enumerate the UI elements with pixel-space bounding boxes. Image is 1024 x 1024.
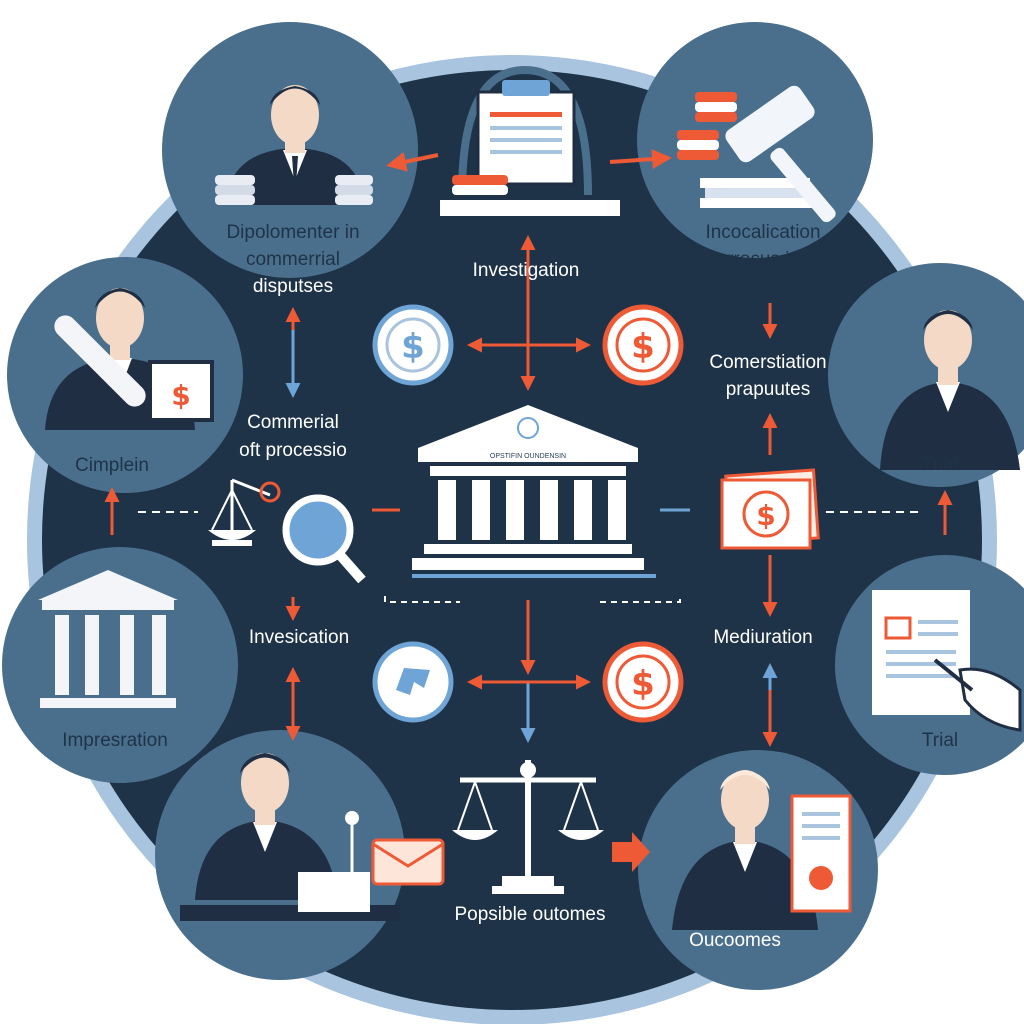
scale-magnifier-icon bbox=[208, 478, 366, 584]
label-trial-upper: Trial bbox=[922, 454, 958, 475]
map-coin-icon bbox=[372, 641, 454, 723]
businessman-icon bbox=[880, 310, 1020, 470]
dollar-coin-orange-icon: $ bbox=[602, 304, 684, 386]
dollar-coin-orange-2-icon: $ bbox=[602, 641, 684, 723]
label-invesication: Invesication bbox=[249, 627, 349, 648]
arrow-to-dispute bbox=[386, 151, 439, 172]
dollar-card-icon: $ bbox=[720, 468, 820, 550]
book-stack-icon bbox=[700, 178, 812, 208]
dollar-card-symbol: $ bbox=[756, 499, 775, 532]
node-right-upper bbox=[828, 263, 1024, 487]
envelope-icon bbox=[371, 838, 445, 886]
node-bottom-left bbox=[155, 730, 445, 980]
label-possible-outcomes: Popsible outomes bbox=[454, 904, 605, 925]
dollar-screen-icon: $ bbox=[148, 360, 214, 422]
label-dispute-line-2: commerrial bbox=[246, 249, 340, 270]
label-inco-line-1: Incocalication bbox=[705, 222, 820, 243]
businessman-icon bbox=[225, 85, 365, 205]
courthouse-sign: OPSTIFIN OUNDENSIN bbox=[490, 453, 566, 460]
label-investigation-top: Investigation bbox=[473, 260, 580, 281]
dash-low-left bbox=[384, 596, 460, 603]
businessman-icon bbox=[672, 770, 818, 930]
node-top-right bbox=[637, 22, 873, 258]
dollar-coin-blue-symbol: $ bbox=[401, 327, 425, 367]
node-right-lower bbox=[835, 555, 1024, 775]
document-icon bbox=[872, 590, 970, 715]
node-bottom-right bbox=[638, 750, 878, 990]
label-impresration: Impresration bbox=[62, 730, 168, 751]
justice-scale-icon bbox=[452, 760, 604, 894]
node-left-upper: $ bbox=[7, 257, 243, 493]
pen-hand-icon bbox=[933, 658, 1022, 732]
label-inco-line-2: prrocus ins bbox=[717, 249, 810, 270]
arrow-to-gavel bbox=[609, 149, 672, 170]
courthouse-icon bbox=[38, 570, 178, 708]
coin-stack-icon bbox=[677, 92, 737, 160]
text-labels: Dipolomenter in commerrial disputses Inv… bbox=[62, 222, 958, 951]
dash-low-right bbox=[600, 596, 681, 603]
node-top-left bbox=[162, 22, 418, 278]
label-comerstiation-line-1: Comerstiation bbox=[709, 352, 826, 373]
label-complain: Cimplein bbox=[75, 455, 149, 476]
dollar-coin-blue-icon: $ bbox=[372, 304, 454, 386]
desk-icon bbox=[180, 811, 400, 921]
arrow-to-outcomes bbox=[612, 832, 650, 872]
label-outcomes: Oucoomes bbox=[689, 930, 781, 951]
gavel-icon bbox=[725, 85, 836, 223]
scroll-icon bbox=[54, 315, 146, 407]
coin-stack-icon bbox=[215, 175, 373, 205]
label-commercial-line-1: Commerial bbox=[247, 412, 339, 433]
label-dispute-line-1: Dipolomenter in bbox=[226, 222, 359, 243]
clipboard-icon bbox=[440, 65, 620, 216]
label-comerstiation-line-2: prapuutes bbox=[726, 379, 811, 400]
dollar-coin-orange-2-symbol: $ bbox=[631, 664, 655, 704]
label-commercial-line-2: oft processio bbox=[239, 440, 347, 461]
dollar-screen-symbol: $ bbox=[171, 379, 190, 412]
central-courthouse-icon: OPSTIFIN OUNDENSIN bbox=[412, 405, 656, 578]
dollar-coin-orange-symbol: $ bbox=[631, 327, 655, 367]
certificate-icon bbox=[790, 794, 852, 913]
label-trial-lower: Trial bbox=[922, 730, 958, 751]
label-mediuration: Mediuration bbox=[713, 627, 812, 648]
node-left-lower bbox=[2, 547, 238, 783]
label-dispute-line-3: disputses bbox=[253, 276, 333, 297]
connectors bbox=[104, 149, 953, 872]
